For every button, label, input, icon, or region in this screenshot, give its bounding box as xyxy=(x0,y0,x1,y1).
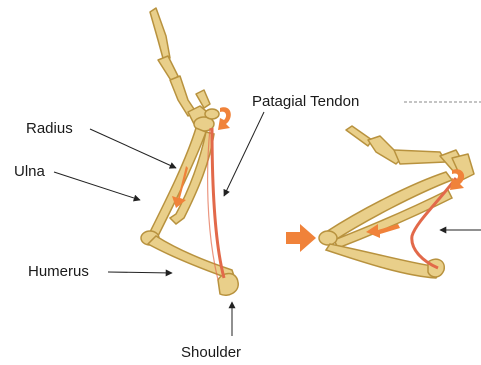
transition-arrow xyxy=(286,224,316,252)
motion-arrow-curl xyxy=(218,107,231,130)
label-shoulder: Shoulder xyxy=(181,345,241,360)
folded-humerus-bone xyxy=(326,244,440,278)
shoulder-joint xyxy=(218,274,238,296)
patagial-tendon xyxy=(212,128,224,278)
label-radius: Radius xyxy=(26,121,73,136)
folded-wing xyxy=(286,126,474,278)
extended-wing xyxy=(141,8,238,295)
label-ulna: Ulna xyxy=(14,164,45,179)
label-patagial-tendon: Patagial Tendon xyxy=(252,94,359,109)
digit-bones xyxy=(150,8,212,126)
label-humerus: Humerus xyxy=(28,264,89,279)
